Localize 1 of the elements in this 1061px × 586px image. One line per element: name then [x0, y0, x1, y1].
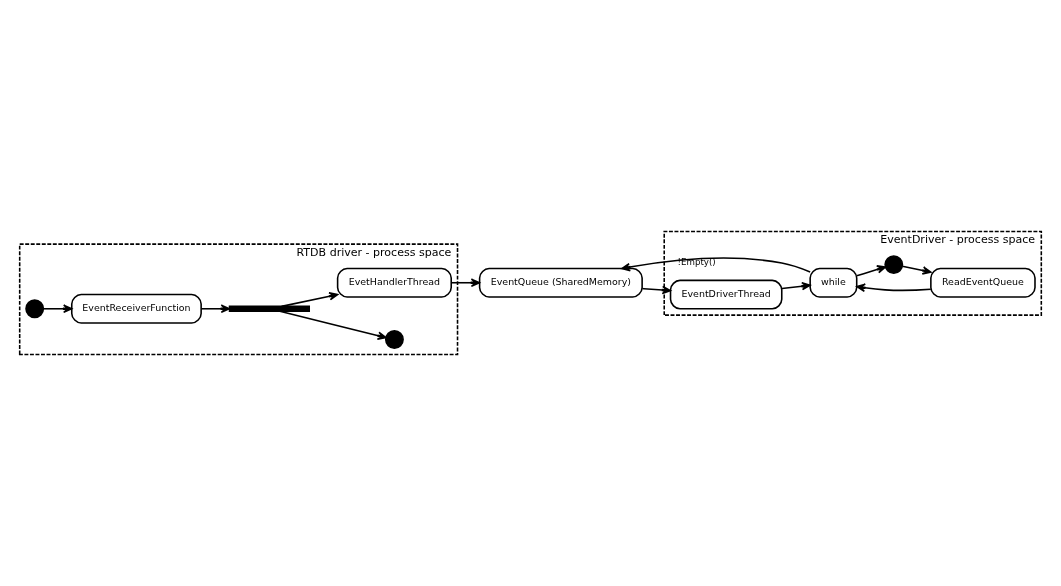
edge-label: !Empty()	[677, 257, 716, 268]
